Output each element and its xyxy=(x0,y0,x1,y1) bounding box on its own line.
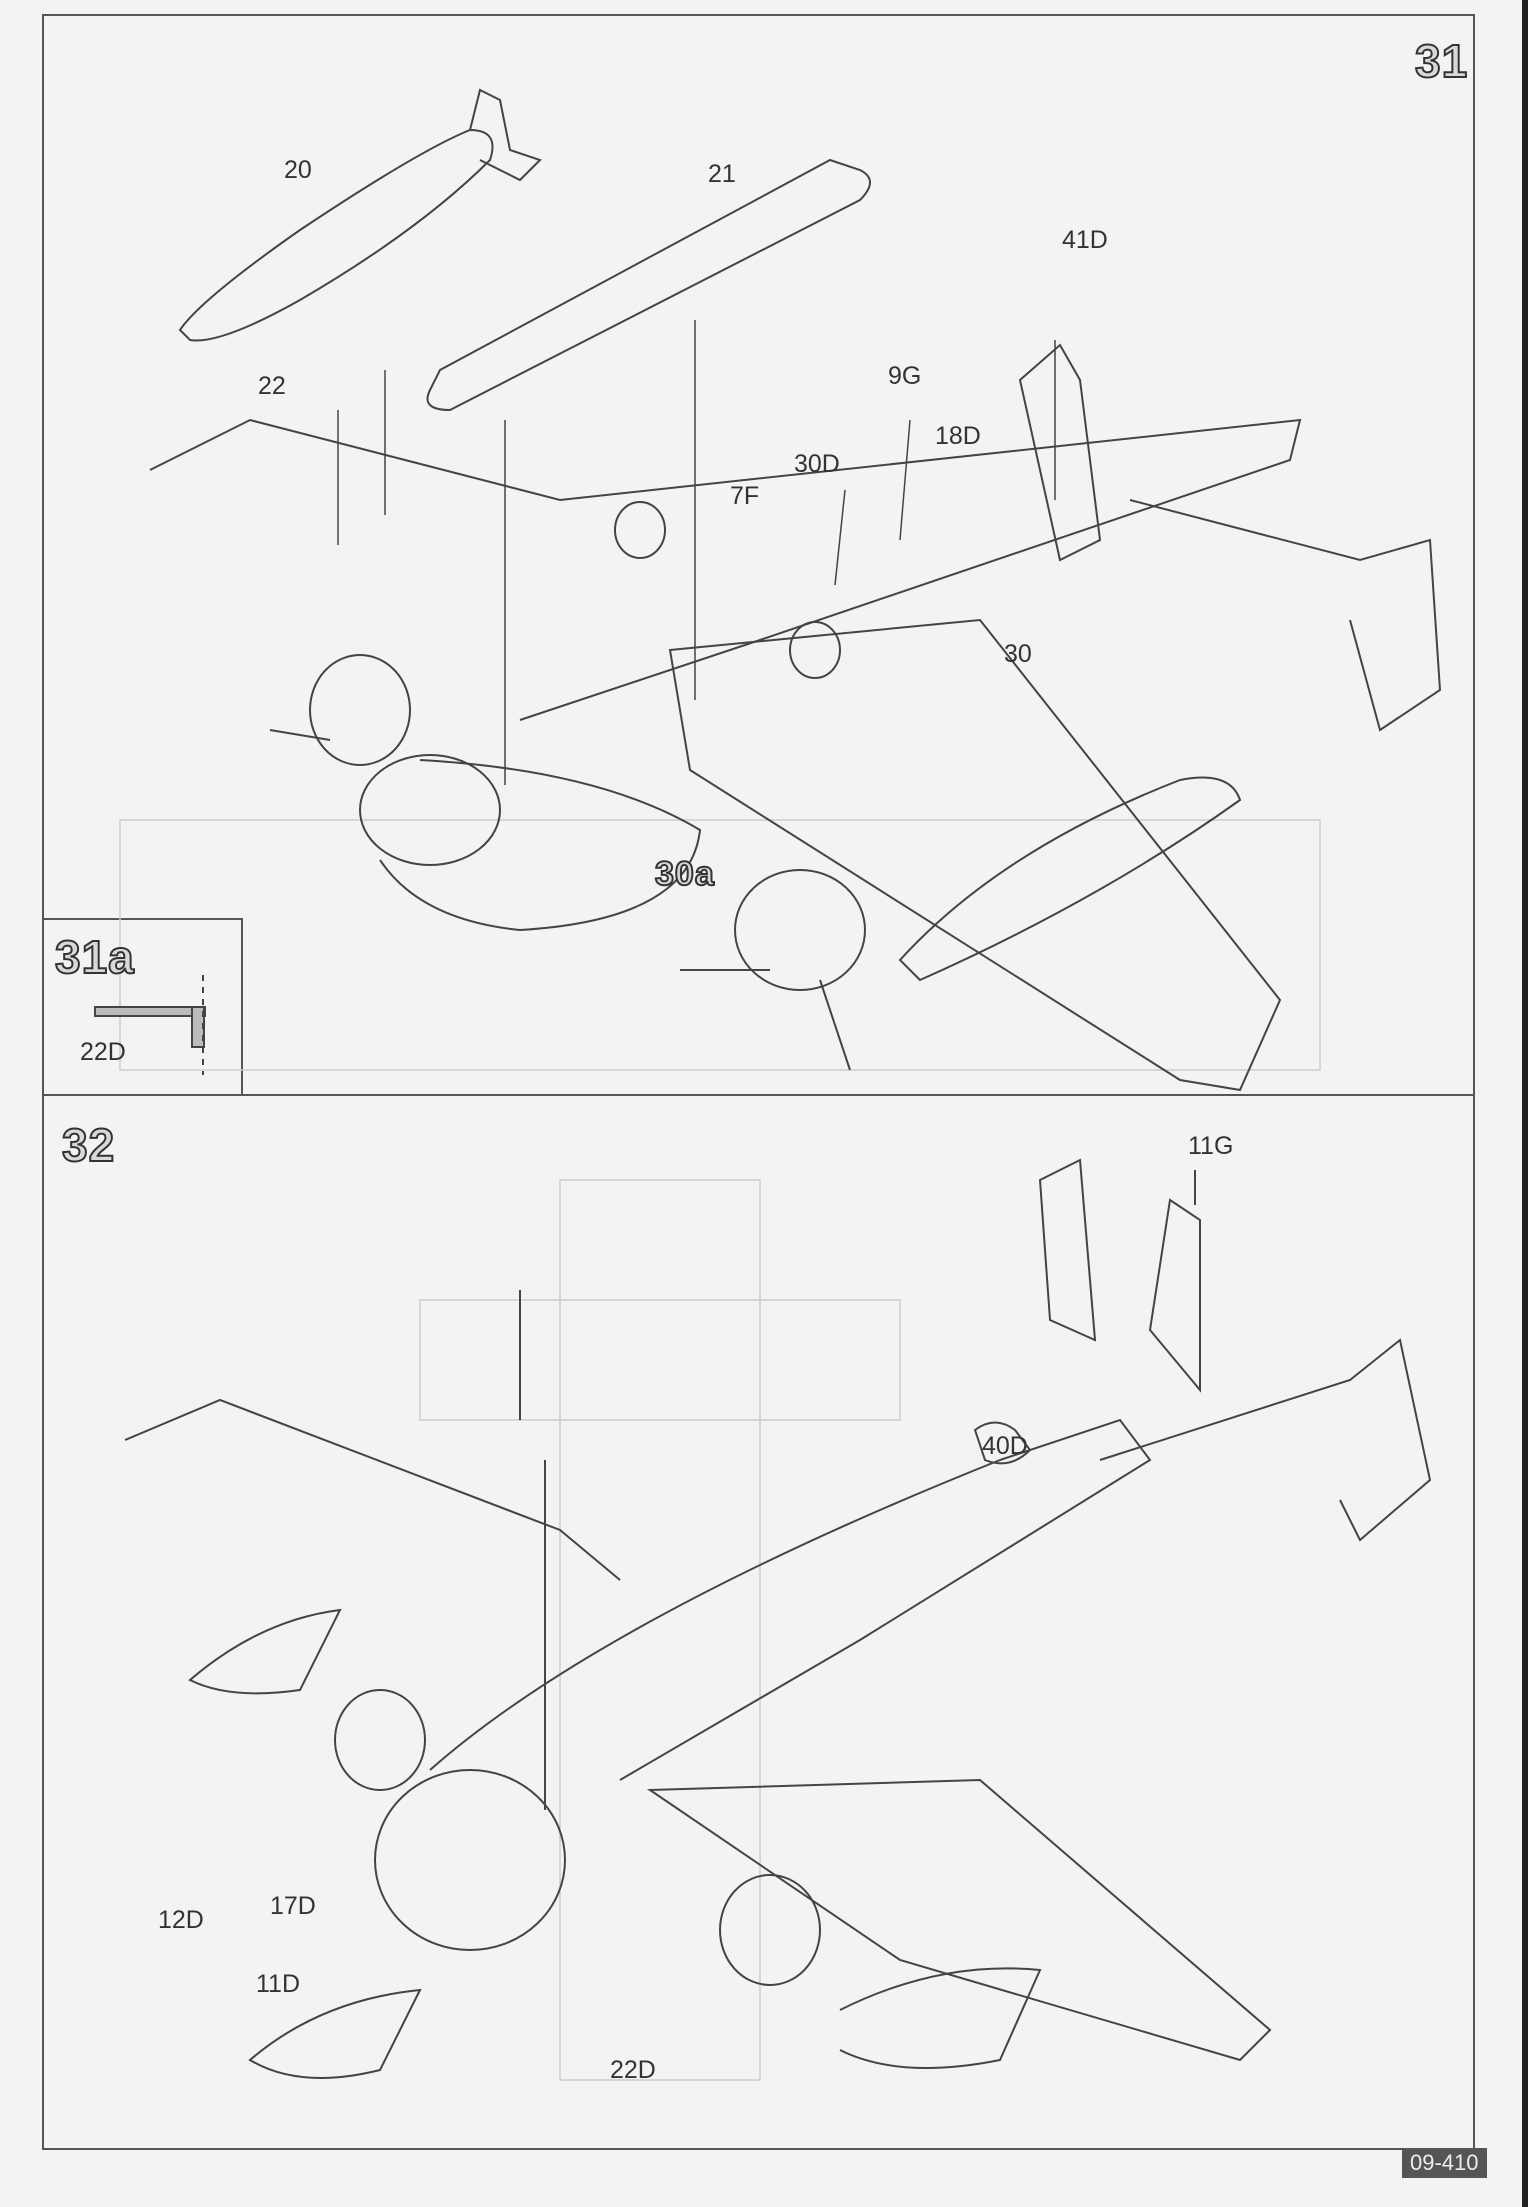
part-label-30a: 30a xyxy=(654,854,715,894)
part-label: 20 xyxy=(284,156,312,184)
background-plan xyxy=(119,819,1321,2081)
assembly-arrows xyxy=(337,320,1056,785)
part-label: 22 xyxy=(258,372,286,400)
aircraft-step-31 xyxy=(149,343,1442,1092)
part-label: 21 xyxy=(708,160,736,188)
part-label: 22D xyxy=(610,2056,656,2084)
pod-part-21 xyxy=(426,158,871,412)
part-label: 30 xyxy=(1004,640,1032,668)
part-label: 41D xyxy=(1062,226,1108,254)
part-label: 30D xyxy=(794,450,840,478)
part-label: 17D xyxy=(270,1892,316,1920)
part-label: 12D xyxy=(158,1906,204,1934)
aircraft-step-32 xyxy=(124,1158,1432,2079)
step-number-32: 32 xyxy=(61,1118,116,1172)
part-label: 11G xyxy=(1188,1132,1234,1160)
part-label: 18D xyxy=(935,422,981,450)
step-number-31a: 31a xyxy=(54,930,135,984)
page-code: 09-410 xyxy=(1402,2148,1487,2178)
scan-edge xyxy=(1522,0,1528,2207)
part-22d-detail xyxy=(94,975,206,1075)
bomb-part-20 xyxy=(178,88,542,342)
step-31a-inset xyxy=(42,918,243,1096)
part-label: 22D xyxy=(80,1038,126,1066)
part-label: 9G xyxy=(888,362,922,390)
step-divider xyxy=(42,1094,1475,1096)
part-label: 11D xyxy=(256,1970,301,1998)
step-number-31: 31 xyxy=(1414,34,1469,88)
part-label: 40D xyxy=(982,1432,1028,1460)
part-label: 7F xyxy=(730,482,760,510)
page-frame xyxy=(42,14,1475,2150)
